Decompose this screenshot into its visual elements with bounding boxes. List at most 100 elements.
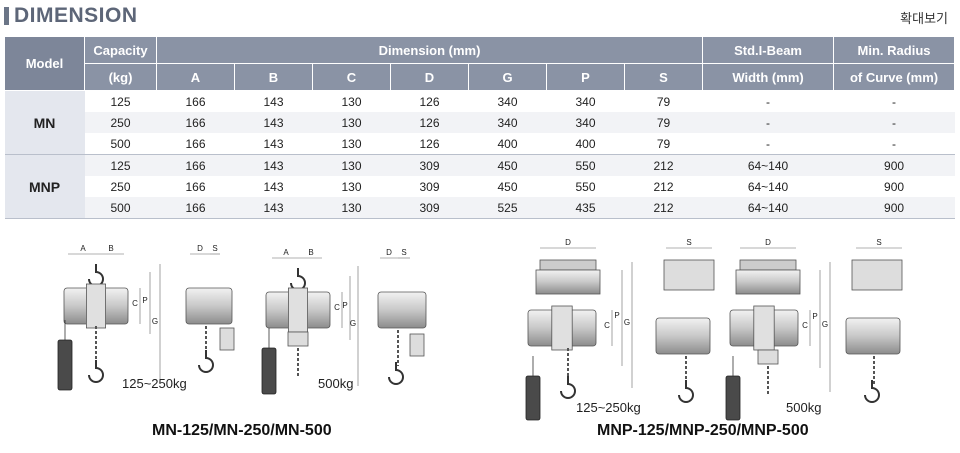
header-col-d: D bbox=[390, 63, 469, 91]
header-radius: Min. Radius bbox=[833, 36, 956, 64]
table-cell: 900 bbox=[833, 154, 955, 176]
dimension-table: Model Capacity Dimension (mm) Std.I-Beam… bbox=[4, 36, 956, 219]
table-cell: 64~140 bbox=[702, 176, 834, 197]
table-cell: 143 bbox=[234, 154, 313, 176]
section-title: DIMENSION bbox=[4, 4, 138, 28]
model-cell: MNP bbox=[4, 154, 85, 219]
table-cell: 340 bbox=[546, 90, 625, 112]
table-cell: - bbox=[702, 133, 834, 155]
mnp1-dim-g-label: G bbox=[624, 318, 630, 327]
mn2-side-bag bbox=[409, 333, 425, 357]
table-cell: 525 bbox=[468, 197, 547, 219]
mnp1-dim-s-label: S bbox=[686, 238, 691, 247]
mn2-dim-s-label: S bbox=[401, 248, 406, 257]
mnp-caption: MNP-125/MNP-250/MNP-500 bbox=[597, 422, 809, 439]
mnp2-dim-p-label: P bbox=[812, 312, 817, 321]
table-cell: 166 bbox=[156, 112, 235, 133]
mn1-dim-s-label: S bbox=[212, 244, 217, 253]
mnp2-hoist-gear bbox=[753, 305, 775, 351]
mnp1-hoist-gear bbox=[551, 305, 573, 351]
mnp2-trolley bbox=[739, 259, 797, 271]
mn-caption: MN-125/MN-250/MN-500 bbox=[152, 422, 332, 439]
mnp1-dim-p-label: P bbox=[614, 311, 619, 320]
table-cell: 166 bbox=[156, 197, 235, 219]
mn2-side-body bbox=[377, 291, 427, 329]
mn-small-label: 125~250kg bbox=[122, 376, 187, 391]
table-cell: 550 bbox=[546, 154, 625, 176]
table-cell: 143 bbox=[234, 112, 313, 133]
table-cell: 400 bbox=[546, 133, 625, 155]
mnp-small-label: 125~250kg bbox=[576, 400, 641, 415]
mn1-side-hook bbox=[198, 350, 214, 373]
header-col-p: P bbox=[546, 63, 625, 91]
mn2-pendant bbox=[261, 347, 277, 395]
table-cell: 143 bbox=[234, 90, 313, 112]
table-cell: 900 bbox=[833, 176, 955, 197]
mnp2-dim-d-label: D bbox=[765, 238, 771, 247]
mn1-dim-c-label: C bbox=[132, 299, 138, 308]
mn2-block bbox=[287, 331, 309, 347]
mn1-hoist-gear bbox=[86, 283, 107, 329]
mn1-bottom-hook bbox=[88, 360, 104, 383]
table-cell: 435 bbox=[546, 197, 625, 219]
table-cell: 212 bbox=[624, 197, 703, 219]
table-cell: 79 bbox=[624, 133, 703, 155]
mnp1-side-body bbox=[655, 317, 711, 355]
mnp2-dim-s-label: S bbox=[876, 238, 881, 247]
header-col-s: S bbox=[623, 63, 704, 91]
mn1-side-bag bbox=[219, 327, 235, 351]
table-cell: 130 bbox=[312, 90, 391, 112]
mn2-dim-a-label: A bbox=[283, 248, 289, 257]
table-cell: 79 bbox=[624, 90, 703, 112]
mn-large-label: 500kg bbox=[318, 376, 354, 391]
mn2-hoist-gear bbox=[287, 287, 308, 333]
table-cell: 340 bbox=[546, 112, 625, 133]
mnp2-side-body bbox=[845, 317, 901, 355]
table-cell: 64~140 bbox=[702, 197, 834, 219]
table-cell: - bbox=[833, 133, 955, 155]
mnp2-trolley-frame bbox=[735, 269, 801, 295]
table-cell: 125 bbox=[84, 90, 157, 112]
table-cell: 250 bbox=[84, 176, 157, 197]
table-cell: 166 bbox=[156, 154, 235, 176]
mnp2-side-trolley bbox=[851, 259, 903, 291]
table-cell: 130 bbox=[312, 112, 391, 133]
mnp1-side-trolley bbox=[663, 259, 715, 291]
mnp-large-label: 500kg bbox=[786, 400, 822, 415]
table-cell: 450 bbox=[468, 176, 547, 197]
header-model: Model bbox=[4, 36, 85, 91]
mnp1-dim-c-label: C bbox=[604, 321, 610, 330]
mnp1-trolley-frame bbox=[535, 269, 601, 295]
table-cell: 340 bbox=[468, 90, 547, 112]
table-cell: - bbox=[833, 90, 955, 112]
mn1-side-body bbox=[185, 287, 233, 325]
mnp1-pendant bbox=[525, 375, 541, 421]
mn1-dim-d-label: D bbox=[197, 244, 203, 253]
table-cell: 250 bbox=[84, 112, 157, 133]
table-cell: 500 bbox=[84, 197, 157, 219]
table-cell: 79 bbox=[624, 112, 703, 133]
header-beam: Std.I-Beam bbox=[702, 36, 835, 64]
mn2-dim-b-label: B bbox=[308, 248, 313, 257]
table-cell: 450 bbox=[468, 154, 547, 176]
mnp2-dim-c-label: C bbox=[802, 321, 808, 330]
header-col-b: B bbox=[234, 63, 313, 91]
header-beam-unit: Width (mm) bbox=[702, 63, 835, 91]
table-cell: 550 bbox=[546, 176, 625, 197]
table-cell: 900 bbox=[833, 197, 955, 219]
header-dimension: Dimension (mm) bbox=[155, 36, 704, 64]
table-cell: 143 bbox=[234, 176, 313, 197]
zoom-link[interactable]: 확대보기 bbox=[900, 12, 948, 27]
table-cell: 309 bbox=[390, 197, 469, 219]
header-col-g: G bbox=[468, 63, 547, 91]
mnp1-side-hook bbox=[678, 380, 694, 403]
header-capacity-unit: (kg) bbox=[84, 63, 157, 91]
table-cell: 309 bbox=[390, 154, 469, 176]
table-cell: 130 bbox=[312, 133, 391, 155]
table-cell: - bbox=[702, 90, 834, 112]
mn1-dim-p-label: P bbox=[142, 296, 147, 305]
